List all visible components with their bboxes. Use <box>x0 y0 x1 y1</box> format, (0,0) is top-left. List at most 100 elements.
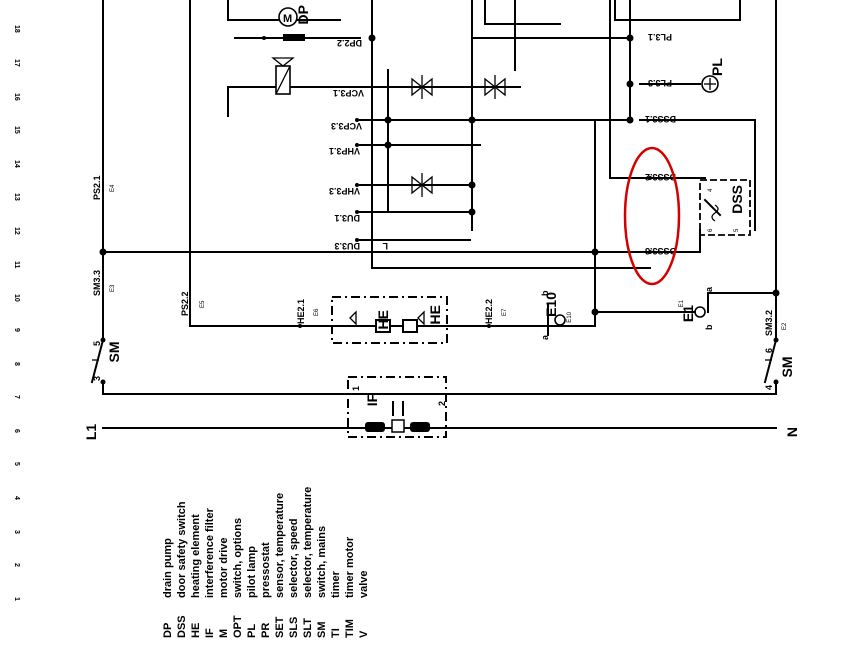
dss-label: DSS <box>729 185 745 214</box>
legend-code: SLT <box>302 618 314 638</box>
e1-label: E1 <box>680 305 696 322</box>
sm-left-label: SM <box>106 342 122 363</box>
dss-terminal-5: 5 <box>734 228 740 232</box>
ruler-number: 17 <box>13 59 20 67</box>
legend-code: HE <box>190 623 202 638</box>
junction-dot <box>384 141 392 149</box>
legend-code: IF <box>204 628 216 638</box>
ruler-number: 16 <box>13 93 20 101</box>
terminal-pl3-3: PL3.3 <box>648 78 672 88</box>
terminal-l: L <box>382 241 388 251</box>
rail-label-n: N <box>784 427 800 437</box>
e10-terminal-a: a <box>540 334 550 340</box>
junction-dot <box>591 308 599 316</box>
e1-terminal-a: a <box>704 286 714 292</box>
if-terminal-2: 2 <box>437 401 447 406</box>
sm-right-terminal-6: 6 <box>764 348 774 353</box>
legend-text: drain pump <box>162 538 174 598</box>
resistor-icon <box>402 319 418 333</box>
terminal-sm3-3: SM3.3 <box>92 270 102 296</box>
e10-label: E10 <box>543 292 559 317</box>
dss-terminal-6: 6 <box>708 228 714 232</box>
choke-icon <box>365 422 385 432</box>
legend-text: motor drive <box>218 537 230 598</box>
mains-switch-right: SM 4 6 <box>763 337 795 390</box>
ruler-number: 2 <box>13 563 20 567</box>
sm-right-terminal-4: 4 <box>764 385 774 390</box>
pl-label: PL <box>709 58 725 76</box>
terminal-ps2-1: PS2.1 <box>92 175 102 200</box>
e10-terminal-b: b <box>540 290 550 296</box>
valve-coil-icon <box>271 57 295 95</box>
ruler-number: 15 <box>13 126 20 134</box>
terminal-vcp3-3: VCP3.3 <box>331 121 362 131</box>
triac-symbols <box>411 75 506 197</box>
terminal-e5: E5 <box>200 300 206 308</box>
he-label: HE <box>427 305 443 324</box>
switch-arm-icon <box>763 338 778 384</box>
terminal-he2-1: HE2.1 <box>296 299 306 324</box>
junction-dot <box>468 181 476 189</box>
legend-text: pilot lamp <box>246 546 258 598</box>
ruler-number: 12 <box>13 227 20 235</box>
legend-text: selector, speed <box>288 519 300 599</box>
e1-small-label: E1 <box>679 299 685 307</box>
he-mini-label: HE <box>375 310 391 329</box>
if-box <box>347 376 447 438</box>
triac-icon <box>411 75 433 99</box>
terminal-dp2-2: DP2.2 <box>337 38 362 48</box>
highlight-ellipse <box>623 146 681 286</box>
e1-contact: E1 E1 a b <box>649 286 714 330</box>
pump-winding-icon <box>283 34 305 41</box>
legend-text: timer <box>330 570 342 598</box>
terminal-vhp3-1: VHP3.1 <box>329 146 360 156</box>
row-ruler: 1 2 3 4 5 6 7 8 9 10 11 12 13 14 15 16 1… <box>13 25 20 601</box>
legend-code: SET <box>274 616 286 638</box>
ruler-number: 11 <box>13 261 20 269</box>
legend-code: PL <box>246 624 258 638</box>
he-box <box>331 296 448 344</box>
dss-box <box>699 179 751 236</box>
legend-code: OPT <box>232 615 244 638</box>
ruler-number: 1 <box>13 597 20 601</box>
legend-code: SM <box>316 622 328 639</box>
ruler-number: 7 <box>13 395 20 399</box>
thermal-fuse-icon <box>417 310 425 326</box>
ruler-number: 9 <box>13 328 20 332</box>
triac-icon <box>411 173 433 197</box>
triac-icon <box>484 75 506 99</box>
legend-code: TI <box>330 628 342 638</box>
mains-switch-left: SM 3 5 <box>90 337 122 385</box>
legend-code: PR <box>260 623 272 638</box>
ruler-number: 3 <box>13 530 20 534</box>
ruler-number: 6 <box>13 429 20 433</box>
main-wires <box>102 0 777 429</box>
sm-left-terminal-5: 5 <box>92 341 102 346</box>
legend-text: timer motor <box>344 536 356 598</box>
motor-icon <box>278 7 298 27</box>
terminal-ps2-2: PS2.2 <box>180 291 190 316</box>
e1-terminal-b: b <box>704 324 714 330</box>
legend-code: M <box>218 629 230 638</box>
legend-code: V <box>358 630 370 638</box>
resistor-icon <box>391 419 405 433</box>
terminal-dss3-3: DSS3.3 <box>645 246 676 256</box>
interference-filter: IF 1 2 <box>347 376 447 438</box>
door-safety-switch: DSS 4 6 5 <box>699 179 751 236</box>
drain-pump-motor: M DP <box>278 5 311 41</box>
legend-code: DP <box>162 623 174 638</box>
dss-contact-icon <box>703 198 722 217</box>
terminal-vhp3-3: VHP3.3 <box>329 186 360 196</box>
junction-dot <box>468 116 476 124</box>
e10-contact: E10 E10 b a <box>540 290 573 340</box>
junction-dots <box>99 34 780 316</box>
legend-text: sensor, temperature <box>274 493 286 598</box>
terminal-e6: E6 <box>314 308 320 316</box>
terminal-sm3-2: SM3.2 <box>764 310 774 336</box>
dss-terminal-4: 4 <box>708 188 714 192</box>
junction-dot <box>591 248 599 256</box>
legend-text: heating element <box>190 514 202 598</box>
ruler-number: 5 <box>13 462 20 466</box>
legend-text: switch, mains <box>316 526 328 598</box>
